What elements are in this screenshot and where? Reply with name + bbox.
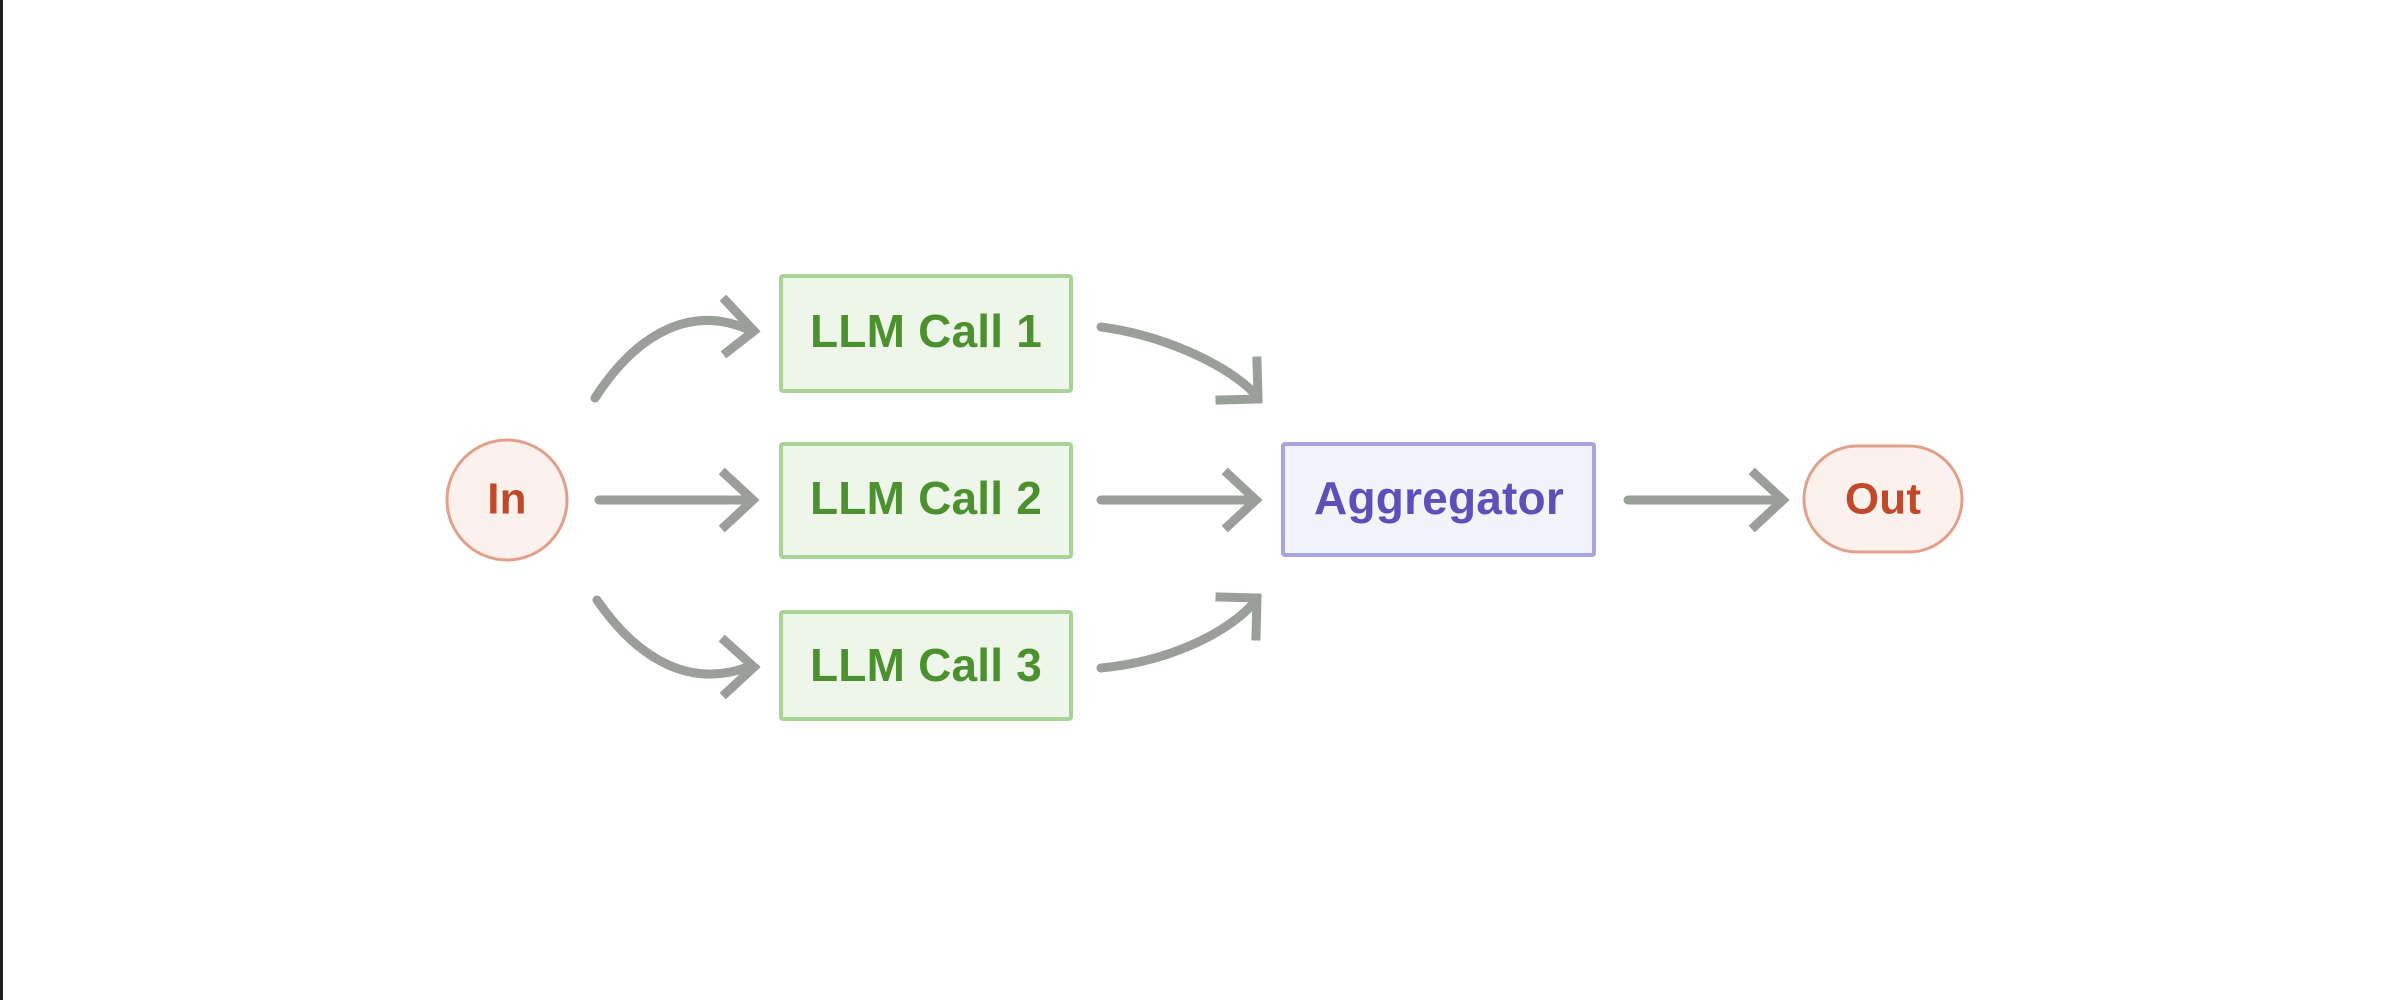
node-llm-call-1[interactable]: LLM Call 1	[779, 274, 1073, 393]
node-in-shape[interactable]	[445, 438, 569, 562]
node-in-label: In	[487, 475, 527, 524]
node-llm-call-3-label: LLM Call 3	[810, 639, 1042, 691]
edge-in-to-llm-call-3	[592, 595, 761, 700]
node-out[interactable]: Out	[1802, 444, 1964, 554]
node-out-label: Out	[1845, 475, 1922, 524]
node-llm-call-1-label: LLM Call 1	[810, 305, 1042, 357]
edge-llm-call-2-to-aggregator	[1096, 467, 1263, 533]
node-llm-call-2[interactable]: LLM Call 2	[779, 442, 1073, 559]
node-llm-call-3[interactable]: LLM Call 3	[779, 610, 1073, 721]
node-out-shape[interactable]	[1802, 444, 1964, 554]
edge-llm-call-3-to-aggregator	[1096, 592, 1262, 673]
edge-llm-call-1-to-aggregator	[1096, 322, 1263, 405]
edge-aggregator-to-out	[1623, 467, 1790, 533]
node-in[interactable]: In	[445, 438, 569, 562]
diagram-svg: In LLM Call 1 LLM Call 2 LLM Call 3 Aggr…	[445, 274, 1964, 721]
node-aggregator-label: Aggregator	[1314, 472, 1564, 524]
nodes-layer: In LLM Call 1 LLM Call 2 LLM Call 3 Aggr…	[445, 274, 1964, 721]
edge-in-to-llm-call-1	[590, 294, 761, 403]
edge-in-to-llm-call-2	[594, 467, 760, 533]
node-llm-call-2-label: LLM Call 2	[810, 472, 1042, 524]
node-llm-call-2-shape[interactable]	[779, 442, 1073, 559]
node-llm-call-3-shape[interactable]	[779, 610, 1073, 721]
node-aggregator[interactable]: Aggregator	[1281, 442, 1596, 557]
edges-layer	[590, 294, 1790, 700]
node-aggregator-shape[interactable]	[1281, 442, 1596, 557]
node-llm-call-1-shape[interactable]	[779, 274, 1073, 393]
